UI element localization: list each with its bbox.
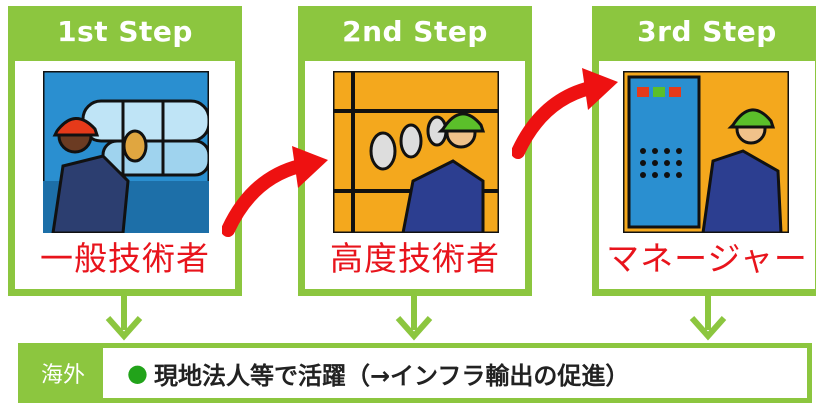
- step-2-title: 2nd Step: [298, 6, 532, 56]
- down-arrow-3: [689, 294, 727, 341]
- step-3-title: 3rd Step: [592, 6, 816, 56]
- bullet-icon: ●: [127, 359, 148, 387]
- step-1-frame: 一般技術者: [8, 54, 242, 296]
- step-3-role: マネージャー: [606, 239, 808, 278]
- arrow-step2-to-step3: [512, 68, 618, 159]
- engineer-pipes-illustration: [43, 71, 209, 233]
- step-3: 3rd Step マネージャー: [592, 6, 816, 296]
- down-arrow-1: [105, 294, 143, 341]
- step-2: 2nd Step 高度技術者: [298, 6, 532, 296]
- overseas-tag: 海外: [23, 348, 103, 398]
- down-arrow-2: [395, 294, 433, 341]
- step-1: 1st Step 一般技術者: [8, 6, 242, 296]
- manager-control-panel-illustration: [623, 71, 789, 233]
- arrow-step1-to-step2: [222, 146, 328, 237]
- overseas-text: 現地法人等で活躍（→インフラ輸出の促進）: [153, 361, 630, 390]
- step-2-role: 高度技術者: [330, 239, 500, 278]
- overseas-description: ● 現地法人等で活躍（→インフラ輸出の促進）: [127, 348, 629, 398]
- step-1-role: 一般技術者: [40, 239, 210, 278]
- engineer-gauges-illustration: [333, 71, 499, 233]
- step-1-title: 1st Step: [8, 6, 242, 56]
- step-3-frame: マネージャー: [592, 54, 816, 296]
- step-2-frame: 高度技術者: [298, 54, 532, 296]
- overseas-bar: 海外 ● 現地法人等で活躍（→インフラ輸出の促進）: [18, 343, 812, 403]
